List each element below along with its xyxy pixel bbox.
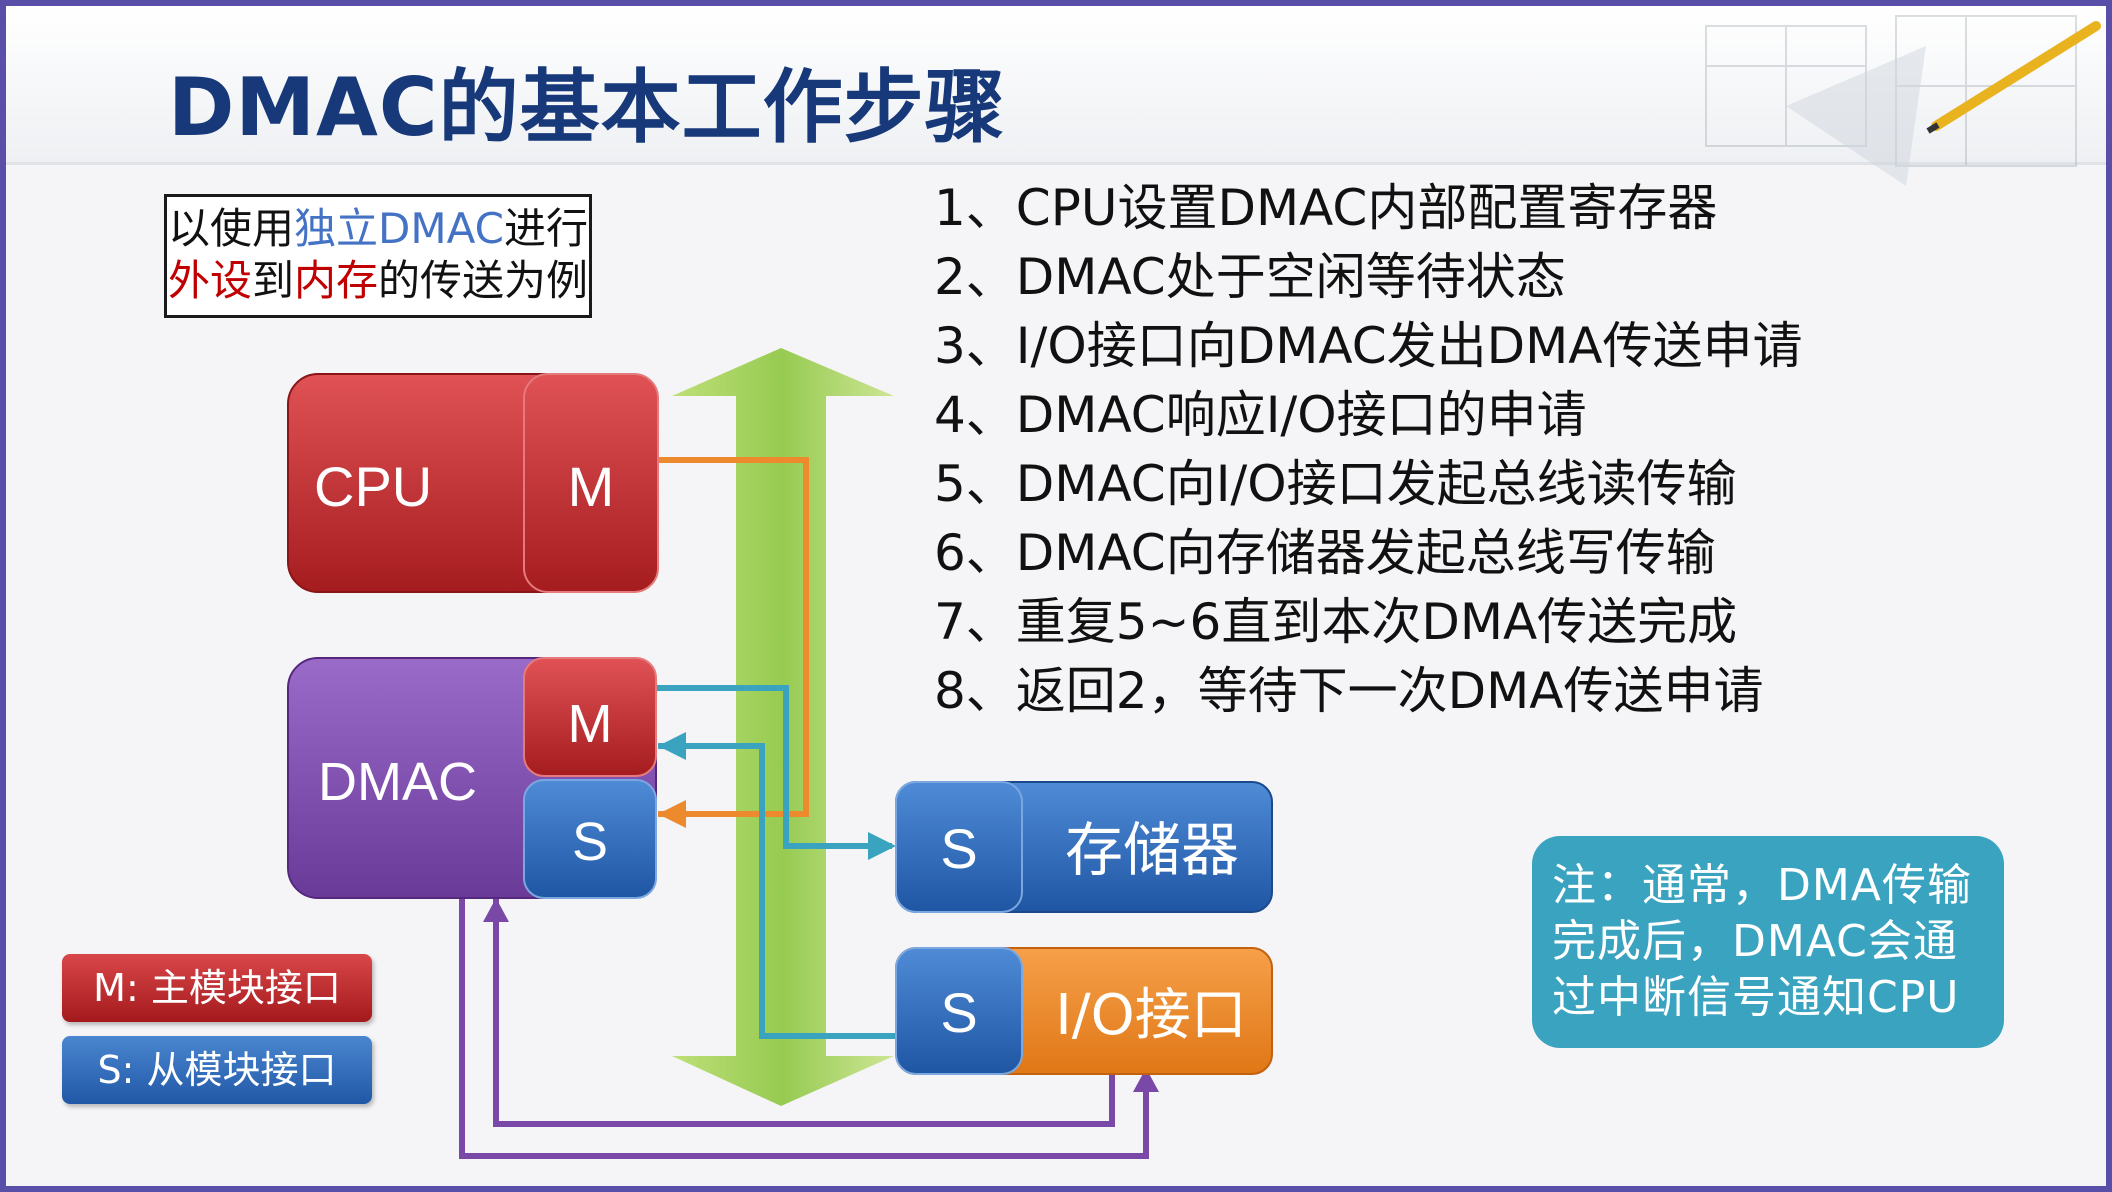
memory-label: 存储器 [1065, 816, 1239, 884]
step-item: 7、重复5~6直到本次DMA传送完成 [934, 593, 1738, 651]
example-note: 以使用独立DMAC进行 外设到内存的传送为例 [164, 194, 592, 318]
arrowhead [658, 732, 686, 760]
step-item: 4、DMAC响应I/O接口的申请 [934, 386, 1587, 444]
cpu-to-dmac-line [654, 457, 809, 817]
cpu-master-port [523, 373, 659, 593]
cpu-m-label: M [568, 455, 615, 518]
step-item: 6、DMAC向存储器发起总线写传输 [934, 524, 1716, 582]
io-slave-port [895, 947, 1023, 1075]
legend-slave: S: 从模块接口 [62, 1036, 372, 1104]
steps-list: 1、CPU设置DMAC内部配置寄存器 2、DMAC处于空闲等待状态 3、I/O接… [934, 174, 1802, 726]
pencil-ruler-decoration [1705, 15, 2101, 186]
legend-master: M: 主模块接口 [62, 954, 372, 1022]
io-label: I/O接口 [1055, 983, 1246, 1048]
memory-s-label: S [940, 817, 977, 880]
note-text: 以使用 [168, 204, 295, 253]
note-highlight-dmac: 独立DMAC [294, 204, 504, 253]
dmac-m-label: M [568, 694, 613, 754]
step-item: 1、CPU设置DMAC内部配置寄存器 [934, 179, 1718, 237]
title-divider [6, 162, 2106, 165]
arrowhead [658, 800, 686, 828]
page-title: DMAC的基本工作步骤 [168, 61, 1006, 154]
step-item: 2、DMAC处于空闲等待状态 [934, 248, 1566, 306]
completion-note: 注：通常，DMA传输完成后，DMAC会通过中断信号通知CPU [1532, 836, 2004, 1048]
step-item: 5、DMAC向I/O接口发起总线读传输 [934, 455, 1737, 513]
arrowhead [483, 898, 509, 922]
note-highlight-peripheral: 外设 [167, 256, 252, 305]
dmac-label: DMAC [318, 752, 477, 812]
arrowhead [1133, 1068, 1159, 1092]
note-text: 到 [251, 256, 294, 305]
dmac-s-label: S [572, 812, 608, 872]
note-text: 的传送为例 [378, 256, 589, 305]
io-dmac-lines [459, 898, 1149, 1159]
note-text: 进行 [503, 204, 588, 253]
note-highlight-memory: 内存 [294, 256, 379, 305]
dmac-master-port [523, 657, 657, 777]
io-s-label: S [940, 981, 977, 1044]
dmac-to-memory-line [654, 685, 892, 849]
slide: DMAC的基本工作步骤 以使用独立DMAC进行 外设到内存的传送为例 [6, 6, 2106, 1186]
memory-slave-port [895, 781, 1023, 913]
step-item: 8、返回2，等待下一次DMA传送申请 [934, 662, 1764, 720]
dmac-slave-port [523, 779, 657, 899]
cpu-label: CPU [314, 455, 432, 518]
arrowhead [868, 832, 896, 860]
dmac-diagram: CPU M DMAC M S S 存储器 S I/O接口 [287, 348, 1273, 1159]
step-item: 3、I/O接口向DMAC发出DMA传送申请 [934, 317, 1803, 375]
title-band [6, 6, 2106, 164]
io-to-dmac-line [658, 743, 896, 1039]
